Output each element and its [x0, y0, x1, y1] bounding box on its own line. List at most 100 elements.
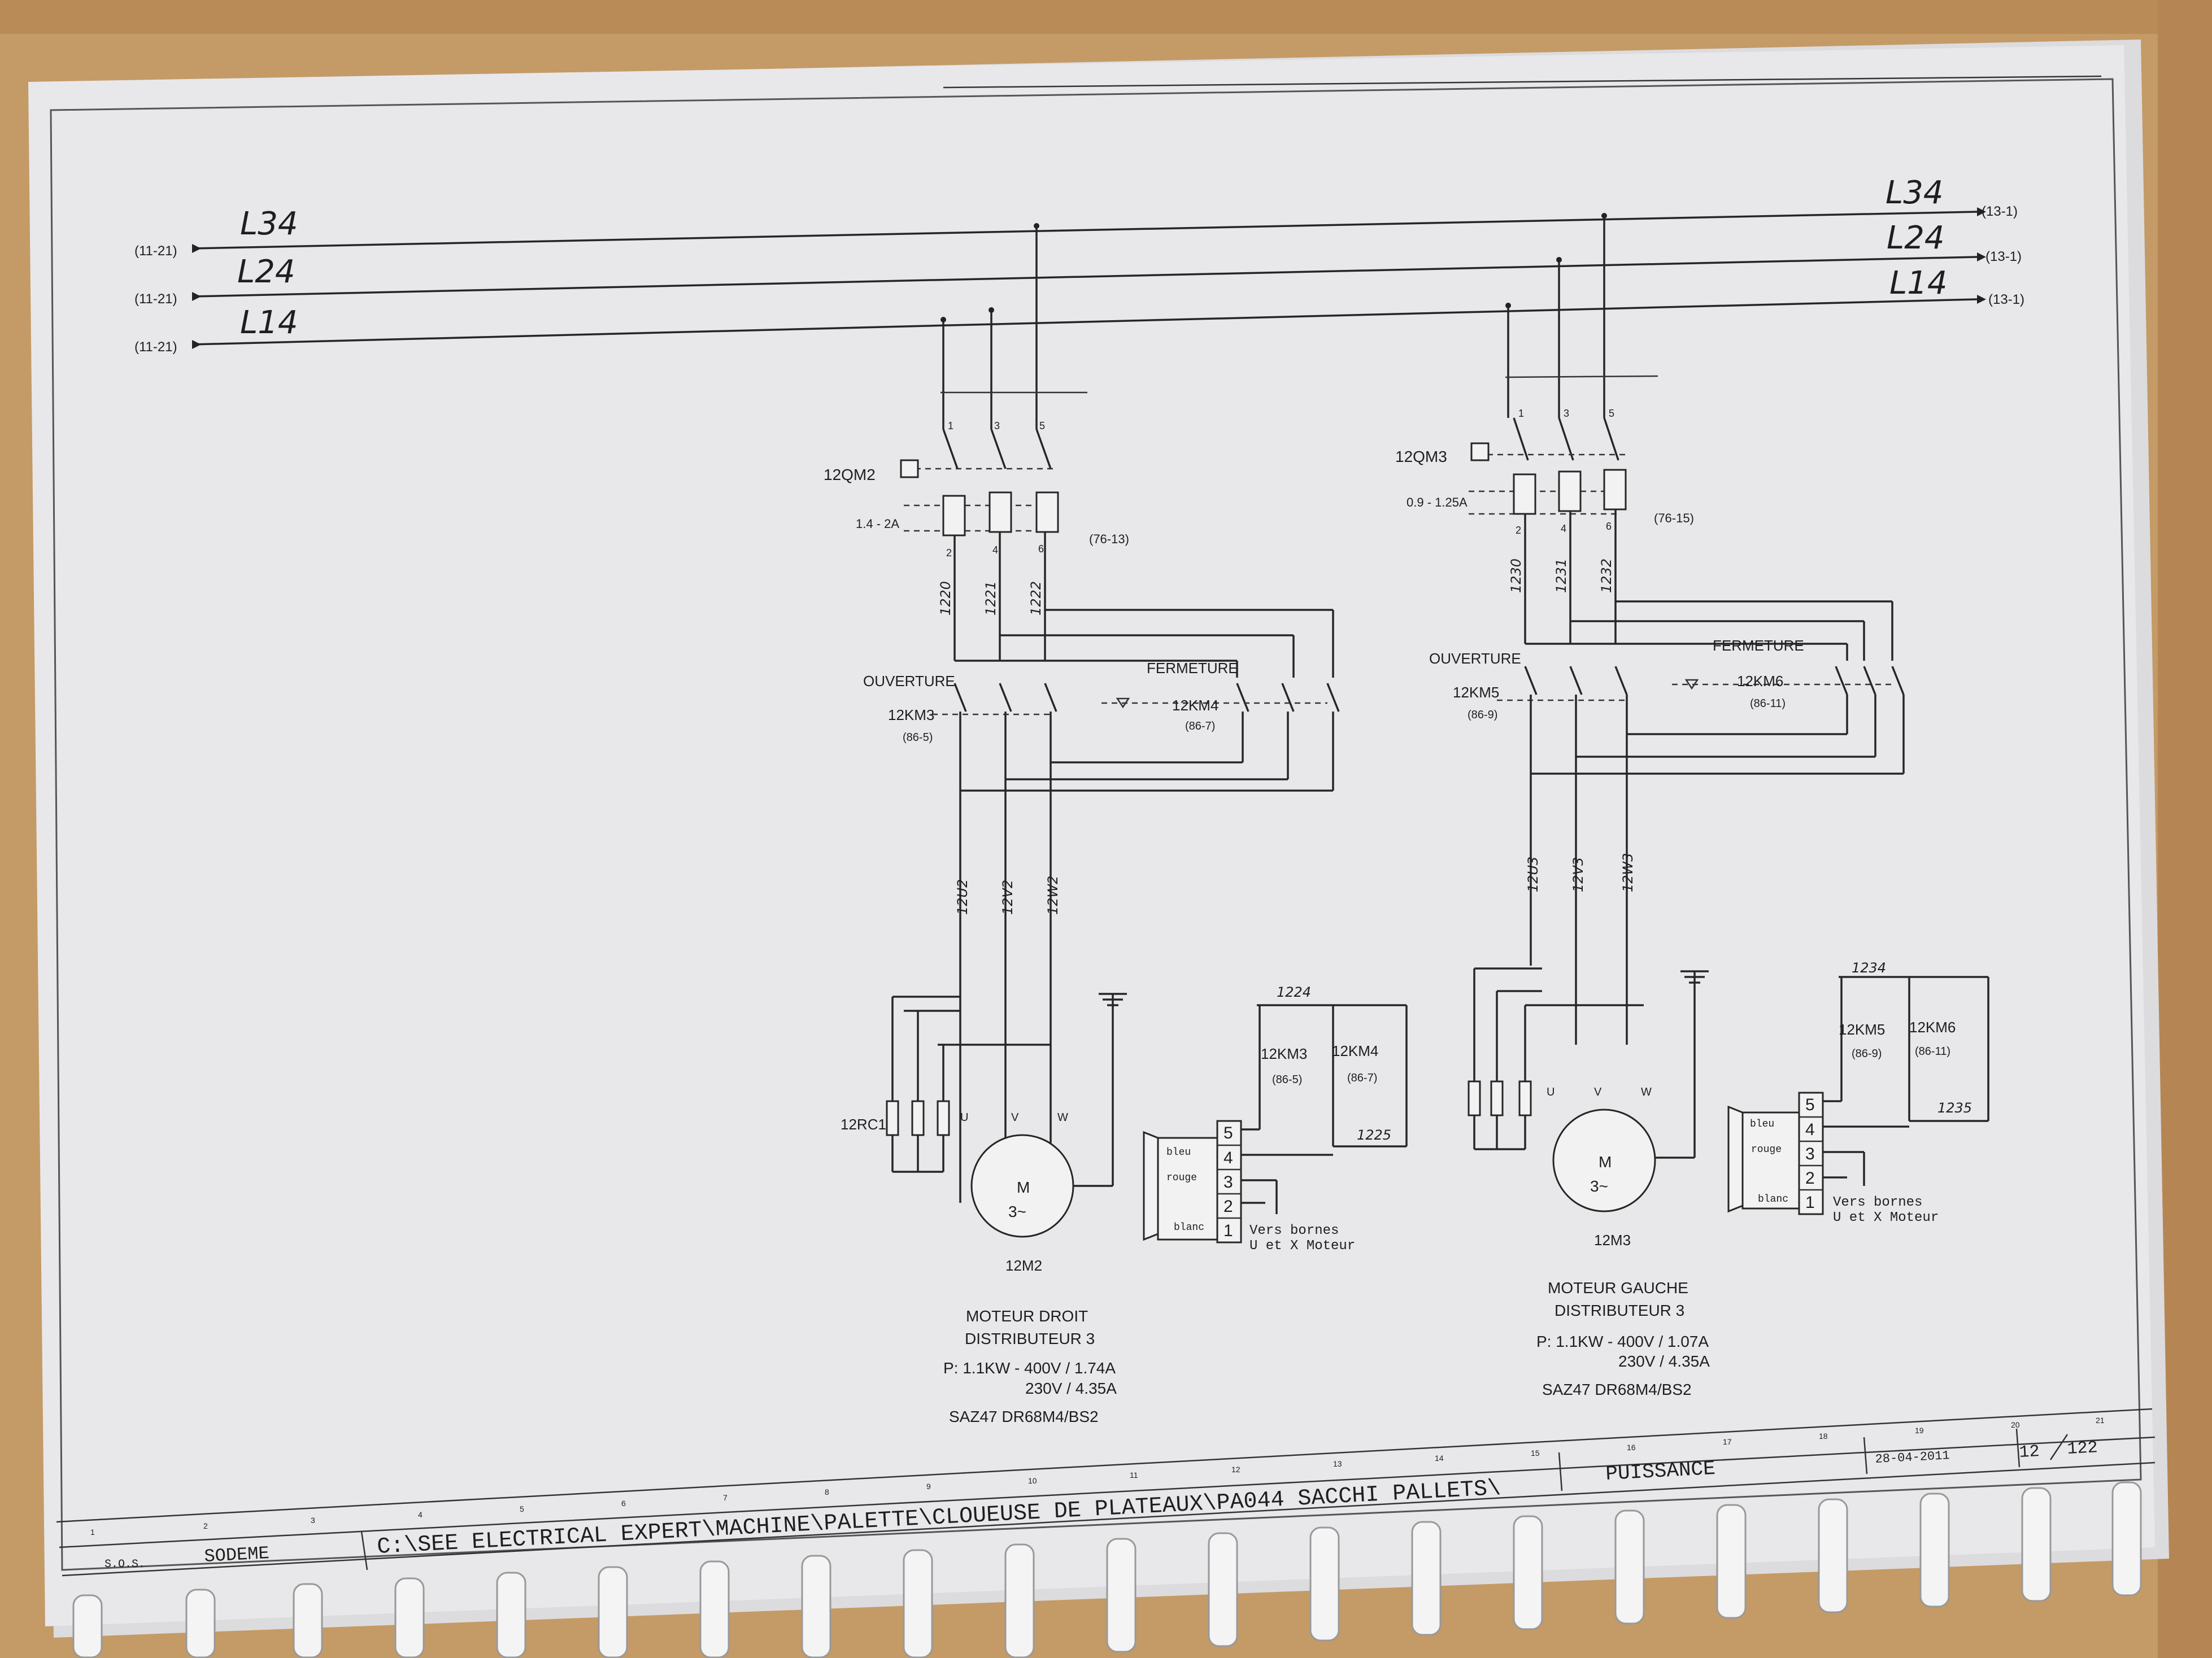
- right-brake-term-5: 5: [1223, 1124, 1233, 1142]
- column-number: 2: [203, 1521, 208, 1530]
- right-open-contactor: 12KM3: [888, 706, 934, 723]
- left-circuit-wires: [1469, 213, 1905, 1081]
- right-motor-phase: 3~: [1008, 1203, 1026, 1220]
- column-number: 8: [825, 1487, 829, 1496]
- right-motor-tag: 12M2: [1005, 1257, 1042, 1274]
- right-wire-1220: 1220: [938, 581, 953, 616]
- right-brake-color-rouge: rouge: [1166, 1172, 1197, 1184]
- left-breaker-ref: (76-15): [1654, 511, 1694, 525]
- left-capacitor-bank: [1468, 1080, 1532, 1150]
- wood-strip-right: [2158, 0, 2212, 1658]
- wood-strip: [0, 0, 2212, 34]
- right-wire-12w2: 12W2: [1045, 875, 1061, 915]
- left-brake-km-b-ref: (86-11): [1915, 1045, 1950, 1058]
- right-breaker-range: 1.4 - 2A: [856, 517, 899, 531]
- column-number: 20: [2011, 1420, 2020, 1429]
- left-brake-note-1: Vers bornes: [1833, 1195, 1922, 1210]
- left-motor-phase: 3~: [1590, 1177, 1608, 1195]
- column-number: 12: [1231, 1465, 1240, 1474]
- left-open-label: OUVERTURE: [1429, 650, 1521, 667]
- left-interlock-mark: [1684, 679, 1699, 690]
- title-block: [56, 1408, 2156, 1577]
- left-open-contactor: 12KM5: [1453, 684, 1499, 701]
- left-brake-km-a: 12KM5: [1839, 1021, 1885, 1038]
- column-number: 6: [621, 1499, 626, 1508]
- right-brake-term-4: 4: [1223, 1149, 1233, 1167]
- frame-border: [50, 78, 2142, 1571]
- bus-right-label-l34: L34: [1886, 174, 1943, 211]
- right-motor-letter: M: [1017, 1179, 1030, 1196]
- left-brake-color-blanc: blanc: [1758, 1194, 1788, 1205]
- column-number: 3: [311, 1516, 315, 1525]
- bus-right-ref-2: (13-1): [1985, 249, 2022, 264]
- right-breaker-in-1: 1: [948, 420, 953, 431]
- column-number: 13: [1333, 1459, 1342, 1468]
- right-wire-1222: 1222: [1028, 581, 1044, 616]
- paper-sheet: [28, 45, 2155, 1626]
- right-brake-term-3: 3: [1223, 1173, 1233, 1192]
- right-thermal-1: [942, 495, 966, 536]
- left-motor-power-2: 230V / 4.35A: [1618, 1352, 1710, 1370]
- left-brake-wire-1234: 1234: [1852, 960, 1886, 976]
- title-page: 12: [2019, 1442, 2040, 1463]
- left-close-ref: (86-11): [1750, 697, 1786, 710]
- right-brake-color-blanc: blanc: [1174, 1222, 1204, 1233]
- left-brake-term-4: 4: [1805, 1120, 1815, 1139]
- left-wire-1230: 1230: [1508, 559, 1524, 593]
- left-brake-color-bleu: bleu: [1750, 1119, 1774, 1130]
- right-brake-color-bleu: bleu: [1166, 1147, 1191, 1158]
- right-breaker-in-3: 3: [994, 420, 1000, 431]
- right-motor-power-2: 230V / 4.35A: [1025, 1380, 1117, 1397]
- left-open-ref: (86-9): [1468, 709, 1497, 721]
- column-number: 16: [1627, 1443, 1636, 1452]
- left-brake-wires: [1816, 976, 1989, 1186]
- bus-right-ref-1: (13-1): [1982, 204, 2018, 219]
- bus-left-ref-1: (11-21): [134, 243, 177, 259]
- left-brake-term-3: 3: [1805, 1145, 1815, 1163]
- bus-right-label-l24: L24: [1887, 220, 1944, 256]
- page-separator: [2049, 1434, 2069, 1460]
- left-wire-12u3: 12U3: [1525, 857, 1541, 892]
- left-motor-symbol: [1552, 1109, 1656, 1212]
- left-breaker-out-4: 4: [1561, 523, 1566, 534]
- column-number: 11: [1130, 1471, 1138, 1480]
- right-close-ref: (86-7): [1185, 720, 1215, 732]
- right-breaker-out-6: 6: [1038, 543, 1044, 555]
- right-brake-km-a-ref: (86-5): [1272, 1074, 1302, 1086]
- column-number: 14: [1435, 1454, 1444, 1463]
- left-motor-title: MOTEUR GAUCHE: [1548, 1279, 1688, 1297]
- right-brake-note-2: U et X Moteur: [1249, 1238, 1355, 1254]
- right-phase-u: U: [960, 1111, 968, 1124]
- left-brake-term-2: 2: [1805, 1169, 1815, 1188]
- column-number: 19: [1915, 1426, 1924, 1435]
- right-brake-km-b-ref: (86-7): [1347, 1072, 1377, 1084]
- right-close-contactor: 12KM4: [1172, 697, 1218, 714]
- right-thermal-3: [1035, 491, 1059, 533]
- bus-left-ref-3: (11-21): [134, 339, 177, 355]
- left-thermal-3: [1603, 469, 1627, 511]
- left-wire-1232: 1232: [1599, 559, 1614, 593]
- left-brake-plug: [1727, 1105, 1744, 1213]
- right-phase-v: V: [1011, 1111, 1019, 1124]
- left-brake-color-rouge: rouge: [1751, 1144, 1782, 1155]
- bus-lines: [191, 207, 1986, 349]
- right-brake-km-a: 12KM3: [1261, 1045, 1307, 1062]
- left-breaker-in-3: 3: [1564, 408, 1569, 419]
- column-number: 17: [1723, 1437, 1732, 1446]
- left-brake-km-b: 12KM6: [1909, 1019, 1956, 1036]
- right-motor-model: SAZ47 DR68M4/BS2: [949, 1408, 1099, 1425]
- column-number: 5: [520, 1504, 524, 1513]
- right-breaker-out-2: 2: [946, 547, 952, 559]
- bus-right-label-l14: L14: [1889, 265, 1947, 302]
- right-breaker-in-5: 5: [1039, 420, 1045, 431]
- left-thermal-2: [1558, 470, 1582, 512]
- column-number: 7: [723, 1493, 728, 1502]
- left-thermal-1: [1513, 473, 1536, 515]
- left-motor-letter: M: [1599, 1153, 1612, 1171]
- left-brake-wire-1235: 1235: [1937, 1100, 1972, 1116]
- right-capacitor-tag: 12RC1: [841, 1116, 886, 1133]
- left-phase-v: V: [1594, 1086, 1602, 1098]
- right-breaker-handle: [900, 459, 919, 478]
- column-number: 10: [1028, 1476, 1037, 1485]
